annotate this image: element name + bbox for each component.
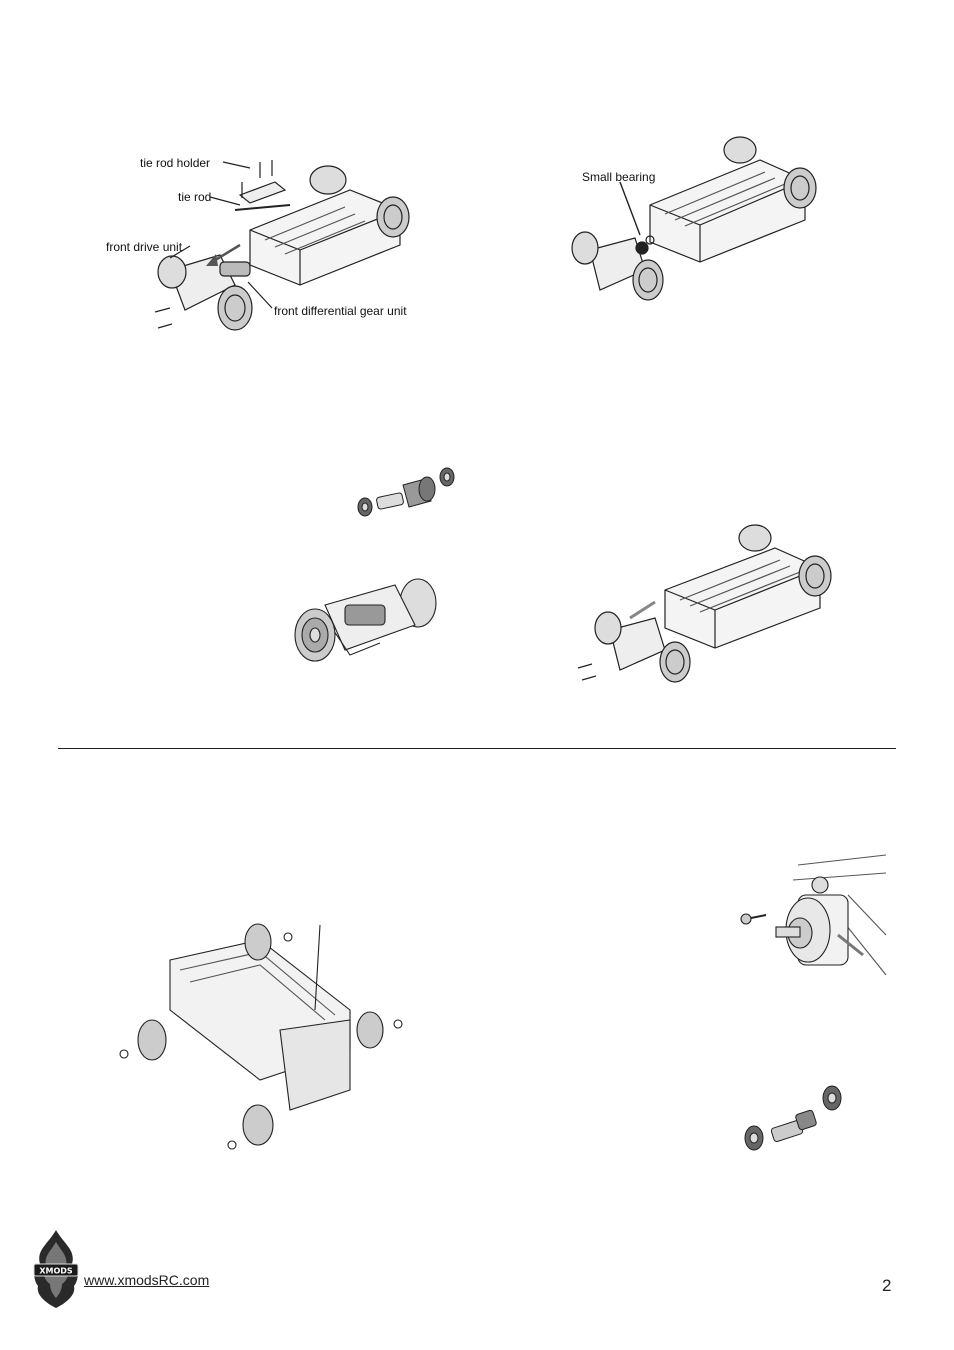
- chassis-bearing-drawing: [571, 136, 817, 301]
- figure-small-bearing: Small bearing: [560, 130, 830, 305]
- label-tie-rod: tie rod: [178, 190, 212, 204]
- flame-logo-icon: XMODS: [33, 1230, 79, 1308]
- figure-pinion-bearings: [742, 1080, 852, 1158]
- section-divider: [58, 748, 896, 749]
- figure-front-unit-install: [570, 520, 835, 695]
- chassis-install-drawing: [577, 524, 832, 683]
- front-unit-drawing: [294, 578, 437, 662]
- page-number: 2: [882, 1276, 892, 1295]
- figure-front-drive-removal: tie rod holder tie rod front drive unit …: [100, 150, 430, 350]
- label-front-drive-unit: front drive unit: [106, 240, 183, 254]
- pinion-bearings-drawing: [744, 1085, 842, 1151]
- label-tie-rod-holder: tie rod holder: [140, 156, 211, 170]
- label-small-bearing: Small bearing: [582, 170, 656, 184]
- chassis-wheels-drawing: [119, 923, 403, 1150]
- figure-wheel-removal: [110, 920, 410, 1155]
- figure-differential-parts: [355, 465, 455, 520]
- figure-front-unit-assembled: [290, 575, 440, 665]
- label-front-differential-gear-unit: front differential gear unit: [274, 304, 407, 318]
- figure-motor-closeup: [738, 854, 887, 990]
- differential-parts-drawing: [357, 467, 455, 517]
- motor-closeup-drawing: [740, 854, 887, 976]
- website-link[interactable]: www.xmodsRC.com: [84, 1272, 210, 1288]
- svg-text:XMODS: XMODS: [39, 1267, 73, 1276]
- xmods-logo: XMODS: [30, 1228, 82, 1310]
- chassis-exploded-drawing: [154, 160, 410, 331]
